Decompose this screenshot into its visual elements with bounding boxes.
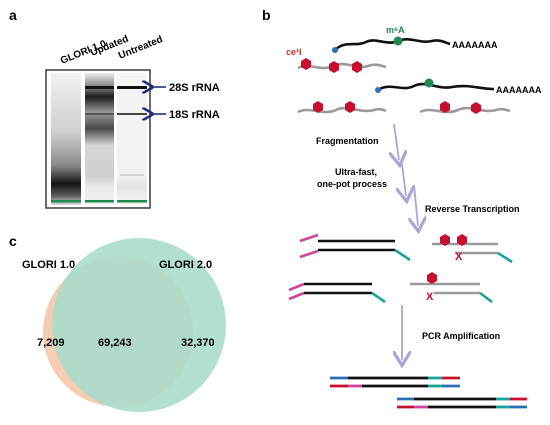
gel-lane-glori-1 [51, 73, 81, 205]
ce1i-site-a [301, 58, 311, 70]
venn-count-overlap: 69,243 [98, 337, 132, 349]
cap-dot-top [332, 47, 338, 53]
step-pcr-amplification: PCR Amplification [422, 331, 500, 341]
polya-tail-middle: AAAAAAA [496, 85, 542, 95]
ce1i-site-b [329, 61, 339, 73]
rrna-strand-lower-right [419, 106, 511, 114]
rt-product-3 [432, 234, 513, 264]
label-m6a: m⁶A [386, 25, 405, 35]
rrna-strand-lower-left [297, 106, 387, 114]
panel-a-letter: a [9, 7, 17, 23]
cap-dot-middle [375, 87, 381, 93]
panel-c: c GLORI 1.0 GLORI 2.0 7,209 69,243 32,37… [9, 233, 226, 412]
venn-count-only-glori-2: 32,370 [181, 337, 215, 349]
lower-marker-glori-1 [51, 200, 81, 203]
gel-lane-untreated [117, 73, 147, 205]
flow-arrow-1 [394, 123, 399, 160]
label-18s-rrna: 18S rRNA [169, 109, 220, 121]
ce1i-site-e [345, 101, 355, 113]
panel-c-letter: c [9, 233, 17, 249]
band-18s-updated [85, 113, 114, 115]
label-ce1i: ce¹I [286, 47, 302, 57]
rt-product-1 [299, 233, 411, 262]
band-28s-untreated [117, 86, 147, 89]
band-small-untreated [120, 174, 144, 176]
label-28s-rrna: 28S rRNA [169, 82, 220, 94]
step-ultra-fast: Ultra-fast, [335, 167, 377, 177]
lower-marker-updated [85, 200, 114, 203]
pcr-product-2 [397, 397, 527, 409]
pcr-product-1 [330, 376, 460, 388]
lower-marker-untreated [117, 200, 147, 203]
venn-count-only-glori-1: 7,209 [37, 337, 65, 349]
venn-label-glori-2: GLORI 2.0 [159, 259, 212, 271]
step-one-pot: one-pot process [317, 179, 387, 189]
ce1i-site-g [471, 102, 481, 114]
rt-product-4 [410, 272, 493, 304]
mismatch-mark-2: X [426, 291, 434, 303]
gel-lane-updated [85, 73, 114, 205]
band-18s-untreated [117, 113, 147, 115]
panel-a: a GLORI 1.0 Updated Untreated 28S rRNA 1… [9, 7, 220, 209]
polya-tail-top: AAAAAAA [452, 40, 498, 50]
rrna-strand-top [297, 62, 387, 70]
mrna-strand-top [334, 38, 451, 51]
panel-b-letter: b [262, 7, 271, 23]
flow-arrow-2 [402, 163, 406, 196]
flow-arrow-3 [414, 184, 418, 226]
ce1i-site-c [352, 61, 362, 73]
ce1i-site-f [440, 101, 450, 113]
venn-circle-glori-2 [52, 238, 226, 412]
mrna-strand-middle [377, 82, 495, 92]
step-fragmentation: Fragmentation [316, 136, 379, 146]
ce1i-site-d [313, 101, 323, 113]
band-small-updated [88, 174, 112, 176]
m6a-site-middle [424, 78, 434, 88]
panel-b: b m⁶A ce¹I AAAAAAA AAAAAAA Fragmentat [262, 7, 542, 409]
rt-product-2 [288, 282, 386, 304]
band-28s-updated [85, 86, 114, 89]
step-reverse-transcription: Reverse Transcription [425, 204, 520, 214]
m6a-site-top [393, 36, 403, 46]
mismatch-mark-1: X [455, 251, 463, 263]
venn-label-glori-1: GLORI 1.0 [22, 259, 75, 271]
